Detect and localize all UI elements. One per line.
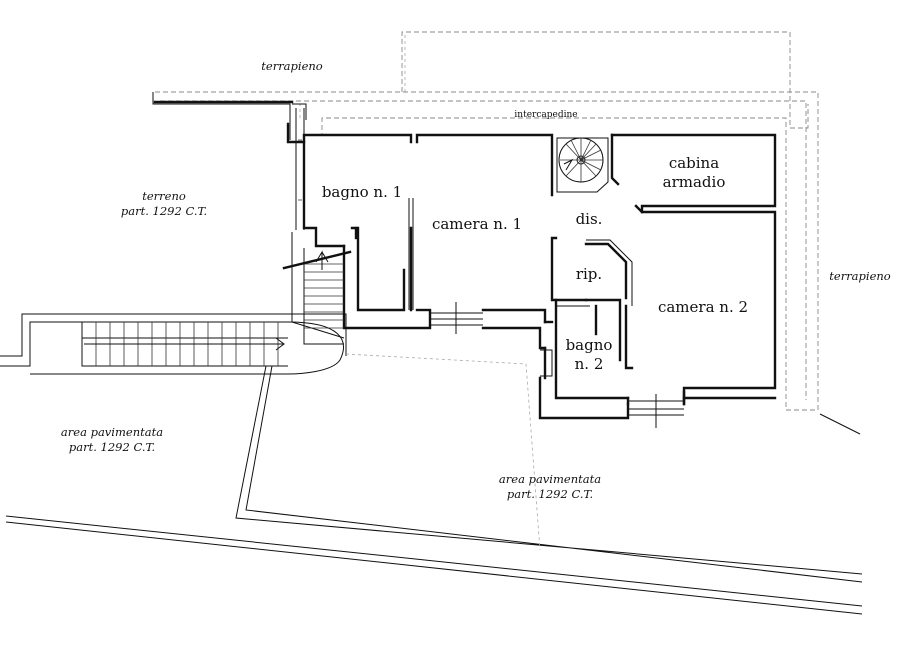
- upper-level-outline: [155, 31, 819, 411]
- side-staircase: [282, 232, 352, 345]
- long-staircase: [0, 313, 347, 375]
- room-dis: dis.: [576, 210, 603, 228]
- room-bagno-1: bagno n. 1: [322, 183, 402, 201]
- terrapieno-right-label: terrapieno: [829, 269, 891, 283]
- paved-area-boundary: [5, 353, 863, 615]
- room-armadio: armadio: [663, 173, 726, 191]
- spiral-staircase: [556, 137, 609, 193]
- room-camera-2: camera n. 2: [658, 298, 748, 316]
- paved-area-right-label: area pavimentata: [499, 472, 601, 486]
- room-bagno-2-number: n. 2: [575, 355, 604, 373]
- windows: [430, 302, 684, 428]
- terrapieno-top-label: terrapieno: [261, 59, 323, 73]
- room-rip: rip.: [576, 265, 602, 283]
- paved-area-right-parcel: part. 1292 C.T.: [507, 487, 593, 501]
- terreno-parcel-label: part. 1292 C.T.: [121, 204, 207, 218]
- terreno-label: terreno: [142, 189, 186, 203]
- paved-area-left-parcel: part. 1292 C.T.: [69, 440, 155, 454]
- paved-area-left-label: area pavimentata: [61, 425, 163, 439]
- room-camera-1: camera n. 1: [432, 215, 522, 233]
- labels: terrapieno intercapedine terrapieno terr…: [61, 59, 891, 501]
- intercapedine-label: intercapedine: [514, 110, 577, 120]
- room-bagno-2: bagno: [566, 336, 613, 354]
- room-cabina: cabina: [669, 154, 719, 172]
- building-walls: [286, 122, 777, 420]
